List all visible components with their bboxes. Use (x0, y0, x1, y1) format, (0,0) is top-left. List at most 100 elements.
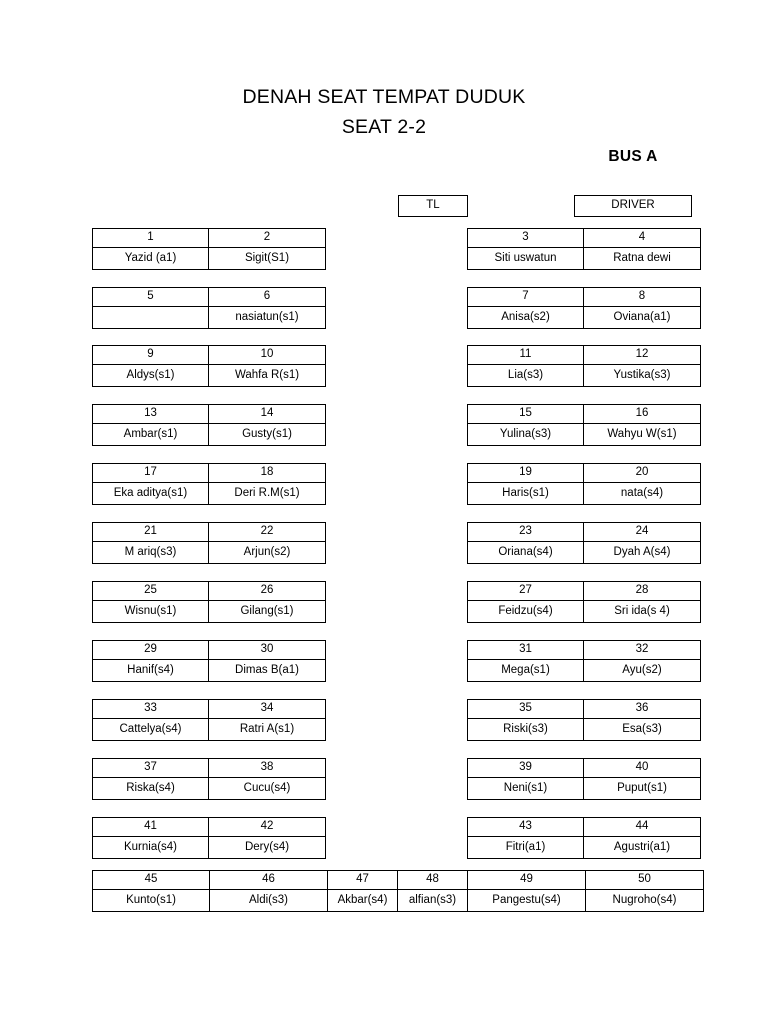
seat-passenger-name: Cattelya(s4) (92, 719, 209, 741)
seat-passenger-name: Puput(s1) (584, 778, 701, 800)
seat-passenger-name: Yustika(s3) (584, 365, 701, 387)
seat-number: 6 (209, 287, 326, 307)
seat-number: 11 (467, 345, 584, 365)
seat-number: 16 (584, 404, 701, 424)
seat-passenger-name: Sigit(S1) (209, 248, 326, 270)
seat-passenger-name: nata(s4) (584, 483, 701, 505)
title-line-primary: DENAH SEAT TEMPAT DUDUK (242, 86, 526, 108)
seat-number: 42 (209, 817, 326, 837)
seat-number: 22 (209, 522, 326, 542)
seat-number: 8 (584, 287, 701, 307)
seat-passenger-name: Aldys(s1) (92, 365, 209, 387)
seat-number: 33 (92, 699, 209, 719)
seat-passenger-name: Anisa(s2) (467, 307, 584, 329)
seat-number: 18 (209, 463, 326, 483)
seat-number: 1 (92, 228, 209, 248)
seat-passenger-name: Dery(s4) (209, 837, 326, 859)
seat-passenger-name: Riska(s4) (92, 778, 209, 800)
seat-passenger-name: Haris(s1) (467, 483, 584, 505)
seat-number: 24 (584, 522, 701, 542)
seat-number: 23 (467, 522, 584, 542)
seat-number: 36 (584, 699, 701, 719)
seat-number: 41 (92, 817, 209, 837)
seat-5[interactable]: 5 (92, 287, 209, 329)
seat-number: 44 (584, 817, 701, 837)
seat-passenger-name: Aldi(s3) (210, 890, 328, 912)
seat-passenger-name: Cucu(s4) (209, 778, 326, 800)
seat-passenger-name: Agustri(a1) (584, 837, 701, 859)
seat-passenger-name: Oriana(s4) (467, 542, 584, 564)
seat-passenger-name: Oviana(a1) (584, 307, 701, 329)
seat-number: 2 (209, 228, 326, 248)
seat-number: 29 (92, 640, 209, 660)
seat-number: 17 (92, 463, 209, 483)
seat-number: 26 (209, 581, 326, 601)
seat-number: 25 (92, 581, 209, 601)
seat-number: 20 (584, 463, 701, 483)
seat-passenger-name: alfian(s3) (398, 890, 468, 912)
seat-passenger-name: Ratri A(s1) (209, 719, 326, 741)
seat-passenger-name: Esa(s3) (584, 719, 701, 741)
